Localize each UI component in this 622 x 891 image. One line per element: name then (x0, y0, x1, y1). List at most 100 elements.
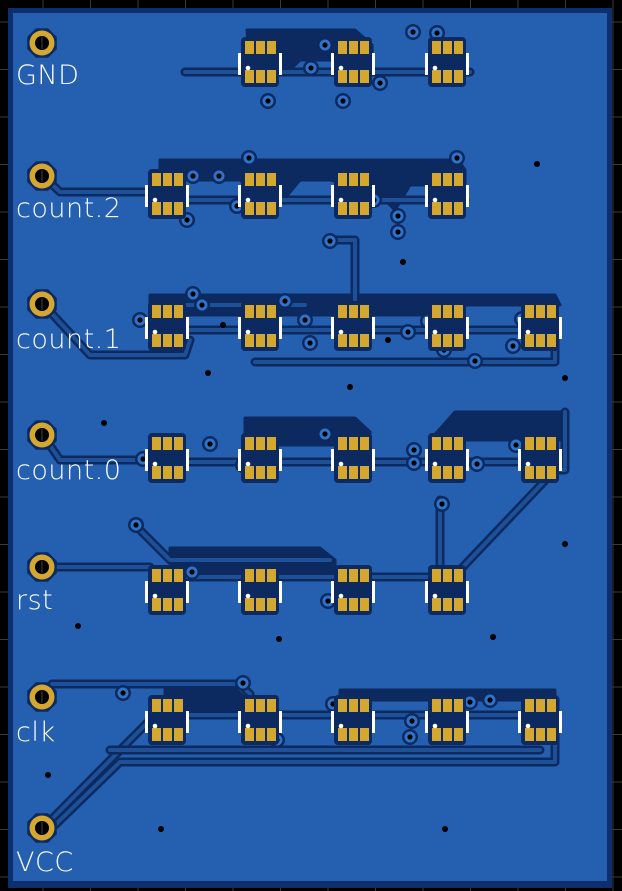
pad (152, 437, 161, 450)
pad (174, 173, 183, 186)
via-hole (395, 229, 401, 235)
via-hole (467, 699, 473, 705)
silkscreen-bar (186, 185, 189, 207)
silkscreen-bar (559, 449, 562, 471)
component-GND-2 (331, 37, 375, 87)
pad (245, 437, 254, 450)
pad (349, 173, 358, 186)
via-hole (190, 291, 196, 297)
pad (432, 305, 441, 318)
silkscreen-bar (425, 711, 428, 733)
pad (256, 569, 265, 582)
pad (256, 466, 265, 479)
silkscreen-bar (279, 711, 282, 733)
trace (133, 523, 332, 562)
via-hole (302, 317, 308, 323)
pad (163, 699, 172, 712)
via-hole (410, 29, 416, 35)
pad (349, 305, 358, 318)
via-hole (322, 42, 328, 48)
pad (256, 70, 265, 83)
silkscreen-bar (466, 185, 469, 207)
pad (443, 598, 452, 611)
pin1-marker (152, 329, 158, 335)
pad (432, 334, 441, 347)
component-count-0-4 (425, 433, 469, 483)
via-hole (282, 298, 288, 304)
drill-hole (101, 420, 107, 426)
pad (267, 202, 276, 215)
pad (267, 437, 276, 450)
via-hole (474, 461, 480, 467)
via-hole (454, 155, 460, 161)
pad (152, 699, 161, 712)
drill-hole (347, 384, 353, 390)
drill-hole (562, 375, 568, 381)
pad (174, 305, 183, 318)
pad (152, 202, 161, 215)
pad (256, 305, 265, 318)
pad (349, 70, 358, 83)
trace (41, 718, 152, 830)
pad (152, 334, 161, 347)
silkscreen-bar (425, 53, 428, 75)
pad (163, 173, 172, 186)
pad (443, 70, 452, 83)
pad (454, 699, 463, 712)
via-hole (190, 173, 196, 179)
component-count-0-1 (145, 433, 189, 483)
silkscreen-bar (186, 711, 189, 733)
via-hole (411, 447, 417, 453)
pad (349, 466, 358, 479)
component-rst-1 (145, 565, 189, 615)
pad (360, 173, 369, 186)
pin1-marker (338, 723, 344, 729)
pad (174, 466, 183, 479)
drill-hole (534, 161, 540, 167)
component-count-2-3 (331, 169, 375, 219)
via-hole (513, 442, 519, 448)
pad (245, 466, 254, 479)
drill-hole (400, 259, 406, 265)
pad (174, 569, 183, 582)
pad (349, 598, 358, 611)
silkscreen-bar (466, 317, 469, 339)
silkscreen-bar (425, 317, 428, 339)
pad (338, 728, 347, 741)
silkscreen-bar (425, 185, 428, 207)
pad (267, 41, 276, 54)
component-clk-4 (425, 695, 469, 745)
pad (536, 334, 545, 347)
trace (328, 238, 357, 302)
pin1-marker (152, 197, 158, 203)
pad (432, 699, 441, 712)
pad (536, 466, 545, 479)
pad (454, 437, 463, 450)
label-count-0: count.0 (16, 455, 122, 486)
pad (174, 598, 183, 611)
silkscreen-bar (279, 185, 282, 207)
silkscreen-bar (238, 317, 241, 339)
via-hole (407, 734, 413, 740)
silkscreen-bar (279, 53, 282, 75)
pad (360, 728, 369, 741)
pad (349, 41, 358, 54)
silkscreen-bar (466, 53, 469, 75)
pad (267, 334, 276, 347)
pin1-marker (432, 197, 438, 203)
pad (163, 598, 172, 611)
pad (338, 70, 347, 83)
silkscreen-bar (238, 185, 241, 207)
connector-vcc (27, 813, 57, 843)
via-hole (411, 460, 417, 466)
pin1-marker (432, 329, 438, 335)
pad (256, 202, 265, 215)
silkscreen-bar (372, 711, 375, 733)
pad (163, 334, 172, 347)
pad (245, 305, 254, 318)
silkscreen-bar (559, 711, 562, 733)
pad (349, 202, 358, 215)
silkscreen-bar (331, 317, 334, 339)
pad (245, 70, 254, 83)
